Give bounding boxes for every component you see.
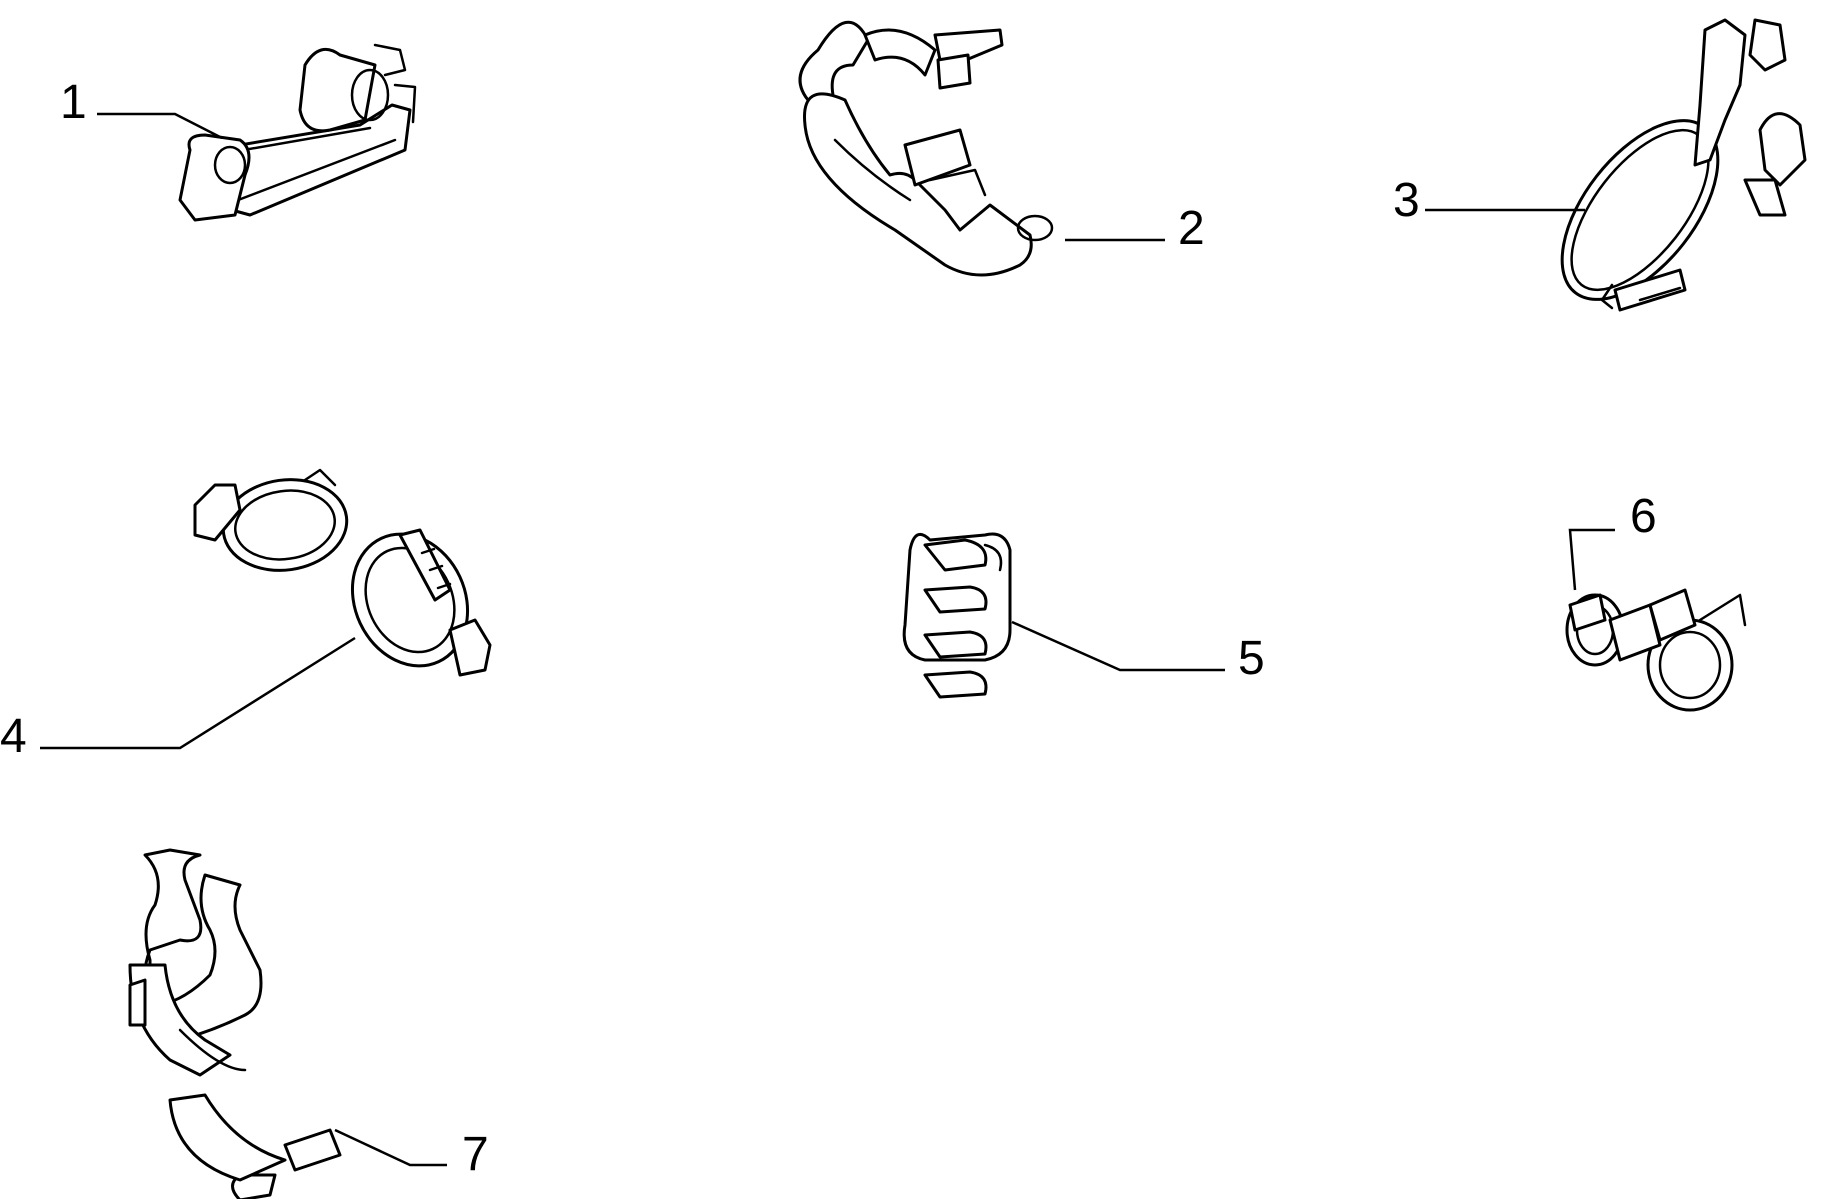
part-5-clip[interactable] [902,532,1012,699]
part-3-clip[interactable] [1532,18,1807,327]
part-7-clip[interactable] [128,848,342,1199]
callout-3: 3 [1393,174,1420,227]
leader-line-6 [1568,528,1615,591]
callout-4: 4 [0,710,27,763]
part-2-clamp[interactable] [798,20,1054,277]
part-4-clip[interactable] [193,468,492,685]
leader-line-7 [334,1128,447,1167]
callout-2: 2 [1178,202,1205,255]
part-6-clip[interactable] [1565,588,1747,712]
callout-7: 7 [462,1128,489,1181]
callout-6: 6 [1630,490,1657,543]
leader-line-5 [1011,620,1225,672]
callout-5: 5 [1238,632,1265,685]
leader-line-4 [40,636,356,750]
leader-line-1 [97,112,223,140]
callout-1: 1 [60,76,87,129]
part-1-clip[interactable] [178,43,417,222]
